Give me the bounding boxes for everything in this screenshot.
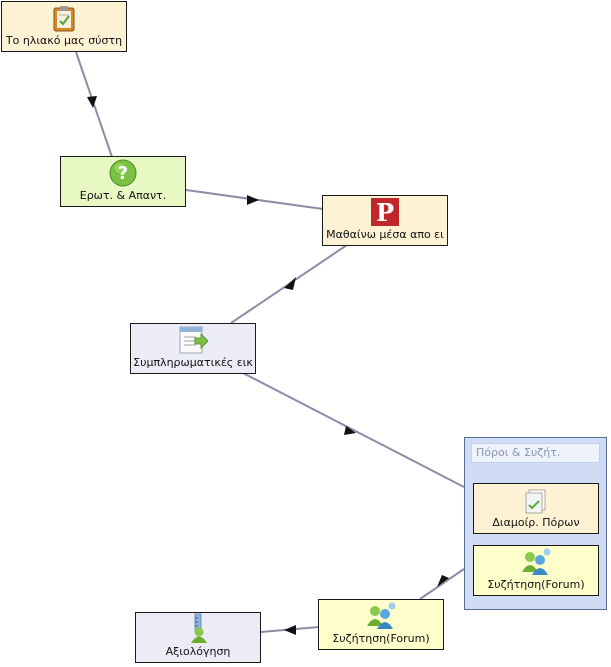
users-icon xyxy=(367,602,396,629)
connector-solar-to-qa xyxy=(75,51,113,158)
node-label: Συζήτηση(Forum) xyxy=(487,578,585,591)
activity-node-learn-through[interactable]: P Μαθαίνω μέσα απο ει xyxy=(322,195,448,246)
node-label: Ερωτ. & Απαντ. xyxy=(79,189,167,202)
resources-discussion-group[interactable]: Πόροι & Συζήτ. Διαμοίρ. Πόρων Συζήτηση(F… xyxy=(464,437,607,610)
clipboard-icon xyxy=(53,6,75,32)
presentation-p-icon: P xyxy=(371,198,399,226)
svg-text:?: ? xyxy=(118,163,128,184)
group-title: Πόροι & Συζήτ. xyxy=(471,443,600,463)
svg-text:P: P xyxy=(376,198,394,226)
activity-node-solar-system[interactable]: Το ηλιακό μας σύστη xyxy=(1,1,127,52)
node-label: Διαμοίρ. Πόρων xyxy=(492,516,580,529)
node-label: Συμπληρωματικές εικ xyxy=(133,356,253,369)
activity-node-qa[interactable]: ? Ερωτ. & Απαντ. xyxy=(60,156,186,207)
activity-node-resource-sharing[interactable]: Διαμοίρ. Πόρων xyxy=(473,483,599,534)
arrowhead-discussion-to-assessment xyxy=(284,625,296,635)
connector-group-to-discussion xyxy=(419,568,465,600)
activity-node-extra-images[interactable]: Συμπληρωματικές εικ xyxy=(130,323,256,374)
connector-images-to-group xyxy=(242,372,465,488)
users-icon xyxy=(522,548,551,575)
shared-document-icon xyxy=(525,489,546,514)
arrowhead-learn-to-images xyxy=(284,277,296,290)
activity-node-discussion[interactable]: Συζήτηση(Forum) xyxy=(318,599,444,650)
node-label: Μαθαίνω μέσα απο ει xyxy=(326,228,444,241)
connector-learn-to-images xyxy=(230,244,348,324)
ruler-user-icon xyxy=(191,613,207,643)
arrowhead-qa-to-learn xyxy=(247,195,259,205)
connector-qa-to-learn xyxy=(185,189,324,210)
node-label: Συζήτηση(Forum) xyxy=(332,632,430,645)
node-label: Αξιολόγηση xyxy=(165,645,231,658)
activity-node-discussion-in-group[interactable]: Συζήτηση(Forum) xyxy=(473,545,599,596)
arrowhead-group-to-discussion xyxy=(437,575,449,587)
arrowhead-solar-to-qa xyxy=(87,96,97,108)
connector-discussion-to-assessment xyxy=(260,626,320,633)
document-arrow-icon xyxy=(179,326,208,354)
arrowhead-images-to-group xyxy=(344,426,356,435)
activity-node-assessment[interactable]: Αξιολόγηση xyxy=(135,612,261,663)
question-icon: ? xyxy=(109,159,137,187)
node-label: Το ηλιακό μας σύστη xyxy=(5,34,123,47)
